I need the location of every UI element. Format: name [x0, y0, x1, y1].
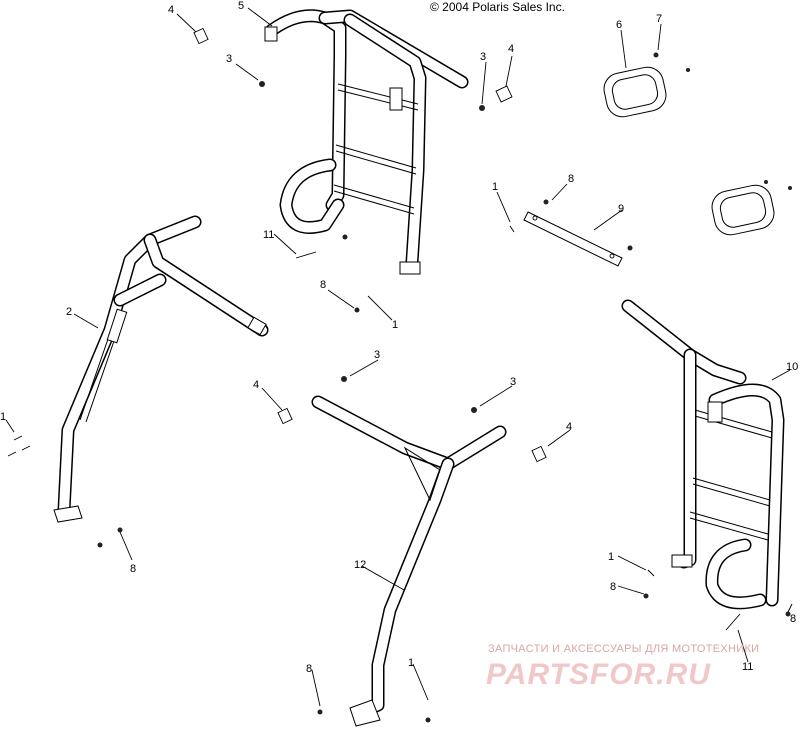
copyright-notice: © 2004 Polaris Sales Inc. — [430, 0, 565, 14]
callout-11: 11 — [263, 229, 274, 241]
callout-3: 3 — [226, 53, 232, 65]
watermark-logo: PARTSFOR.RU — [486, 658, 711, 691]
callout-4: 4 — [253, 379, 259, 391]
callout-8: 8 — [610, 581, 616, 593]
callout-1: 1 — [608, 551, 614, 563]
callout-10: 10 — [786, 361, 798, 373]
callout-4: 4 — [566, 421, 572, 433]
callout-12: 12 — [354, 559, 366, 571]
watermark: ЗАПЧАСТИ И АКСЕССУАРЫ ДЛЯ МОТОТЕХНИКИ PA… — [486, 643, 759, 691]
callout-7: 7 — [656, 13, 662, 25]
callout-3: 3 — [480, 51, 486, 63]
part-9-brace-bar — [523, 211, 623, 267]
callout-1: 1 — [492, 181, 498, 193]
callout-3: 3 — [510, 376, 516, 388]
hardware-fasteners — [7, 27, 792, 723]
callout-2: 2 — [66, 306, 72, 318]
part-6-light-housings — [603, 66, 775, 236]
callout-3: 3 — [374, 349, 380, 361]
callout-labels: 4 5 3 6 7 3 4 1 8 9 11 2 8 1 3 10 4 3 4 … — [0, 0, 798, 675]
callout-1: 1 — [392, 319, 398, 331]
part-5-rear-upper-frame — [264, 9, 469, 275]
callout-4: 4 — [168, 4, 174, 16]
callout-11: 11 — [742, 661, 753, 673]
callout-6: 6 — [616, 19, 622, 31]
leader-lines — [5, 7, 793, 707]
callout-8: 8 — [130, 563, 136, 575]
callout-8: 8 — [306, 663, 312, 675]
callout-9: 9 — [618, 203, 624, 215]
callout-8: 8 — [320, 279, 326, 291]
callout-1: 1 — [0, 411, 6, 423]
callout-8: 8 — [568, 173, 574, 185]
watermark-tagline: ЗАПЧАСТИ И АКСЕССУАРЫ ДЛЯ МОТОТЕХНИКИ — [488, 643, 759, 655]
callout-1: 1 — [408, 657, 414, 669]
part-2-left-side-frame — [53, 215, 269, 523]
part-10-right-rear-frame — [621, 299, 785, 610]
callout-5: 5 — [238, 0, 244, 12]
callout-4: 4 — [508, 43, 514, 55]
part-12-center-front-frame — [311, 395, 507, 727]
callout-8: 8 — [790, 613, 796, 625]
